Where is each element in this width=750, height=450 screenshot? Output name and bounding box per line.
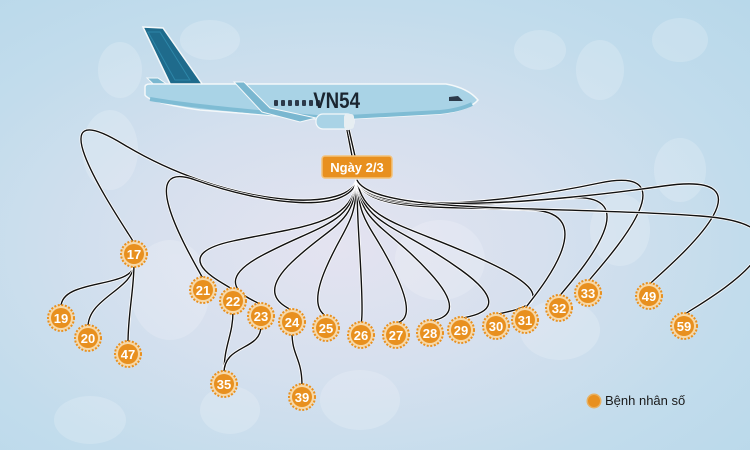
patient-id-label: 33 [581, 286, 595, 301]
patient-node-fill [223, 291, 243, 311]
patient-node: 35 [210, 370, 238, 398]
link-flight-to-23 [234, 179, 358, 306]
patient-id-label: 17 [127, 247, 141, 262]
patient-node: 59 [670, 312, 698, 340]
link-flight-to-21 [165, 176, 358, 280]
patient-node-fill [351, 325, 371, 345]
patient-node-fill [78, 328, 98, 348]
patient-id-label: 30 [489, 319, 503, 334]
date-badge: Ngày 2/3 [321, 155, 393, 179]
patient-node: 23 [247, 302, 275, 330]
link-flight-to-29 [356, 179, 490, 320]
patient-node-fill [639, 286, 659, 306]
patient-node-fill [420, 323, 440, 343]
patient-node: 25 [312, 314, 340, 342]
patient-node: 21 [189, 276, 217, 304]
flight-code: VN54 [313, 90, 360, 114]
link-flight-to-26 [356, 179, 363, 325]
patient-node: 33 [574, 279, 602, 307]
patient-id-label: 25 [319, 321, 333, 336]
link-flight-to-27 [356, 179, 408, 325]
patient-id-label: 24 [285, 315, 300, 330]
patient-id-label: 27 [389, 328, 403, 343]
flight-stem-line [348, 129, 356, 157]
flight-stem-line [346, 129, 353, 157]
patient-id-label: 28 [423, 326, 437, 341]
patient-node: 17 [120, 240, 148, 268]
legend: Bệnh nhân số [588, 393, 685, 408]
patient-id-label: 39 [295, 390, 309, 405]
patient-id-label: 32 [552, 301, 566, 316]
patient-node-fill [486, 316, 506, 336]
patient-node-fill [214, 374, 234, 394]
patient-id-label: 47 [121, 347, 135, 362]
patient-node: 20 [74, 324, 102, 352]
link-24-to-39 [291, 331, 303, 387]
patient-id-label: 20 [81, 331, 95, 346]
patient-id-label: 21 [196, 283, 210, 298]
patient-node-fill [451, 320, 471, 340]
patient-node-fill [251, 306, 271, 326]
patient-node-fill [282, 312, 302, 332]
link-17-to-47 [127, 263, 135, 344]
patient-node: 29 [447, 316, 475, 344]
patient-node: 32 [545, 294, 573, 322]
patient-node-fill [674, 316, 694, 336]
link-flight-to-30 [356, 179, 534, 316]
patient-id-label: 35 [217, 377, 231, 392]
legend-label: Bệnh nhân số [605, 393, 686, 408]
patient-node-fill [118, 344, 138, 364]
patient-node: 47 [114, 340, 142, 368]
patient-id-label: 23 [254, 309, 268, 324]
patient-node-fill [386, 325, 406, 345]
patient-id-label: 49 [642, 289, 656, 304]
patient-id-label: 26 [354, 328, 368, 343]
link-flight-to-17 [80, 129, 358, 244]
date-label: Ngày 2/3 [330, 160, 383, 175]
patient-node: 30 [482, 312, 510, 340]
patient-id-label: 59 [677, 319, 691, 334]
patient-node: 26 [347, 321, 375, 349]
patient-node: 22 [219, 287, 247, 315]
patient-node-fill [549, 298, 569, 318]
patient-marker-icon [588, 394, 600, 407]
link-flight-to-59 [356, 179, 750, 316]
patient-node: 39 [288, 383, 316, 411]
link-flight-to-28 [356, 179, 451, 323]
link-23-to-35 [223, 325, 262, 374]
link-flight-to-25 [317, 179, 358, 318]
patient-node: 31 [511, 306, 539, 334]
link-flight-to-24 [274, 179, 358, 312]
patient-node: 27 [382, 321, 410, 349]
patient-node: 19 [47, 304, 75, 332]
patient-id-label: 29 [454, 323, 468, 338]
patient-node-fill [578, 283, 598, 303]
patient-id-label: 19 [54, 311, 68, 326]
patient-node-fill [316, 318, 336, 338]
patient-node-fill [292, 387, 312, 407]
patient-node: 49 [635, 282, 663, 310]
link-flight-to-22 [199, 179, 358, 291]
patient-node-fill [124, 244, 144, 264]
patient-node: 28 [416, 319, 444, 347]
patient-id-label: 22 [226, 294, 240, 309]
patient-node-fill [51, 308, 71, 328]
patient-node: 24 [278, 308, 306, 336]
patient-node-fill [515, 310, 535, 330]
patient-id-label: 31 [518, 313, 532, 328]
patient-node-fill [193, 280, 213, 300]
